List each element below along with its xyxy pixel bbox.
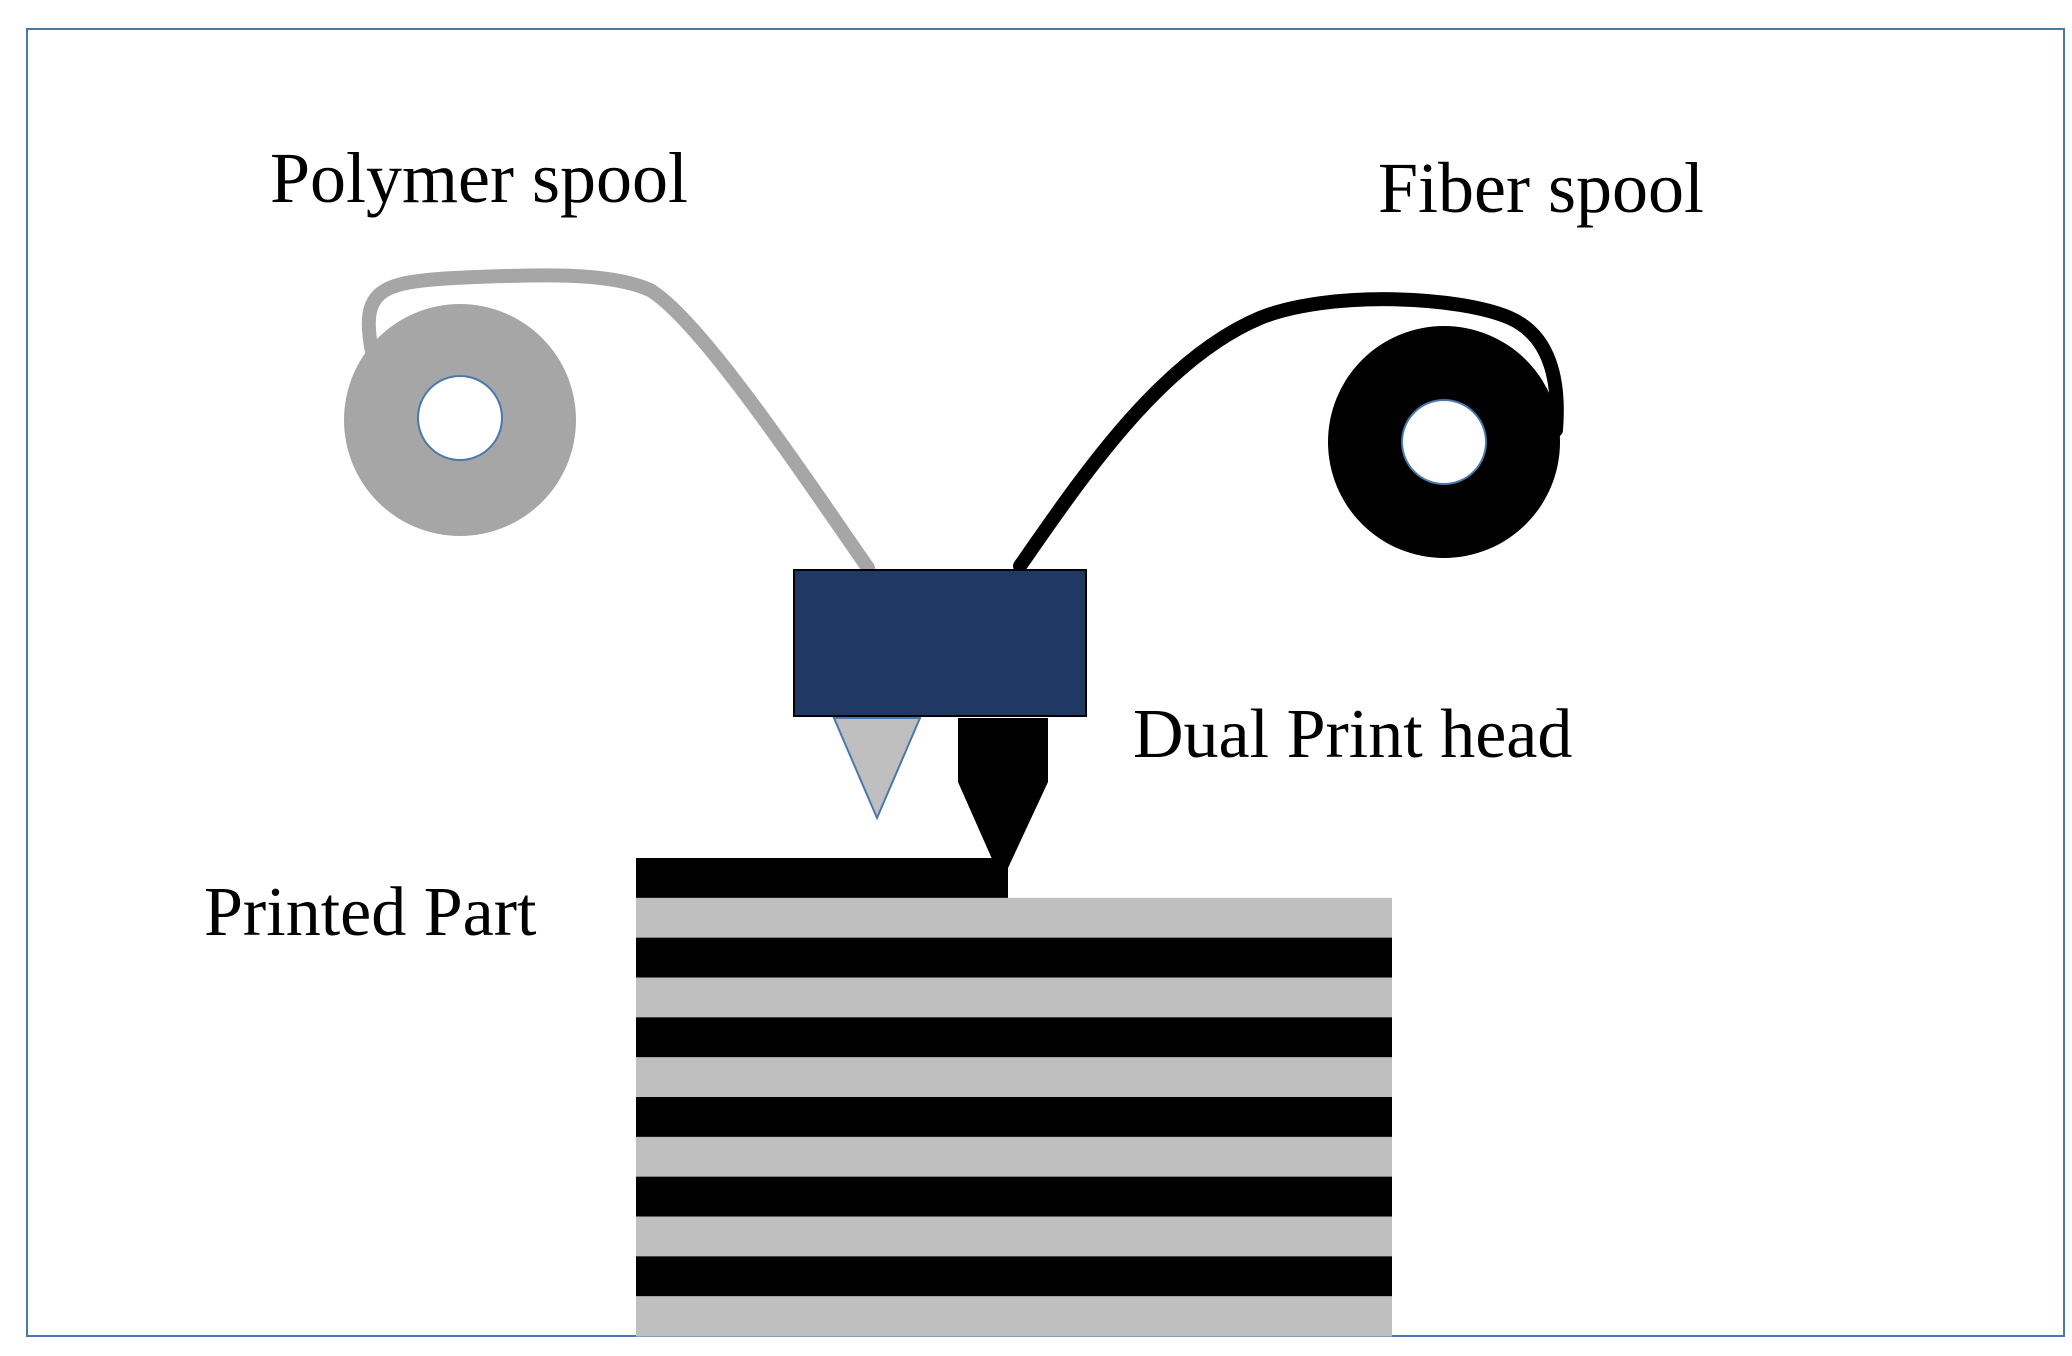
fiber-layer: [636, 1256, 1392, 1297]
dual-print-head-label: Dual Print head: [1133, 696, 1573, 773]
fiber-spool: [1328, 326, 1560, 558]
fiber-nozzle: [958, 718, 1048, 898]
fiber-layer: [636, 937, 1392, 978]
fiber-layer: [636, 858, 1008, 899]
polymer-nozzle: [832, 717, 922, 821]
polymer-layer: [636, 1057, 1392, 1098]
fiber-layer: [636, 1017, 1392, 1058]
fiber-layer: [636, 1097, 1392, 1138]
polymer-layer: [636, 977, 1392, 1018]
polymer-layer: [636, 1136, 1392, 1178]
polymer-layer: [636, 897, 1392, 939]
polymer-spool-label: Polymer spool: [270, 138, 689, 218]
fiber-spool-label: Fiber spool: [1378, 148, 1705, 228]
fiber-filament: [1013, 292, 1564, 573]
fiber-layer: [636, 1176, 1392, 1217]
polymer-layer: [636, 1296, 1392, 1337]
polymer-spool: [344, 304, 576, 536]
printed-part: [636, 858, 1392, 1337]
print-head-body: [793, 569, 1087, 717]
polymer-layer: [636, 1216, 1392, 1257]
fiber-spool-hole: [1401, 399, 1487, 485]
printed-part-label: Printed Part: [204, 874, 537, 951]
polymer-filament: [361, 268, 875, 575]
polymer-spool-hole: [417, 375, 503, 461]
